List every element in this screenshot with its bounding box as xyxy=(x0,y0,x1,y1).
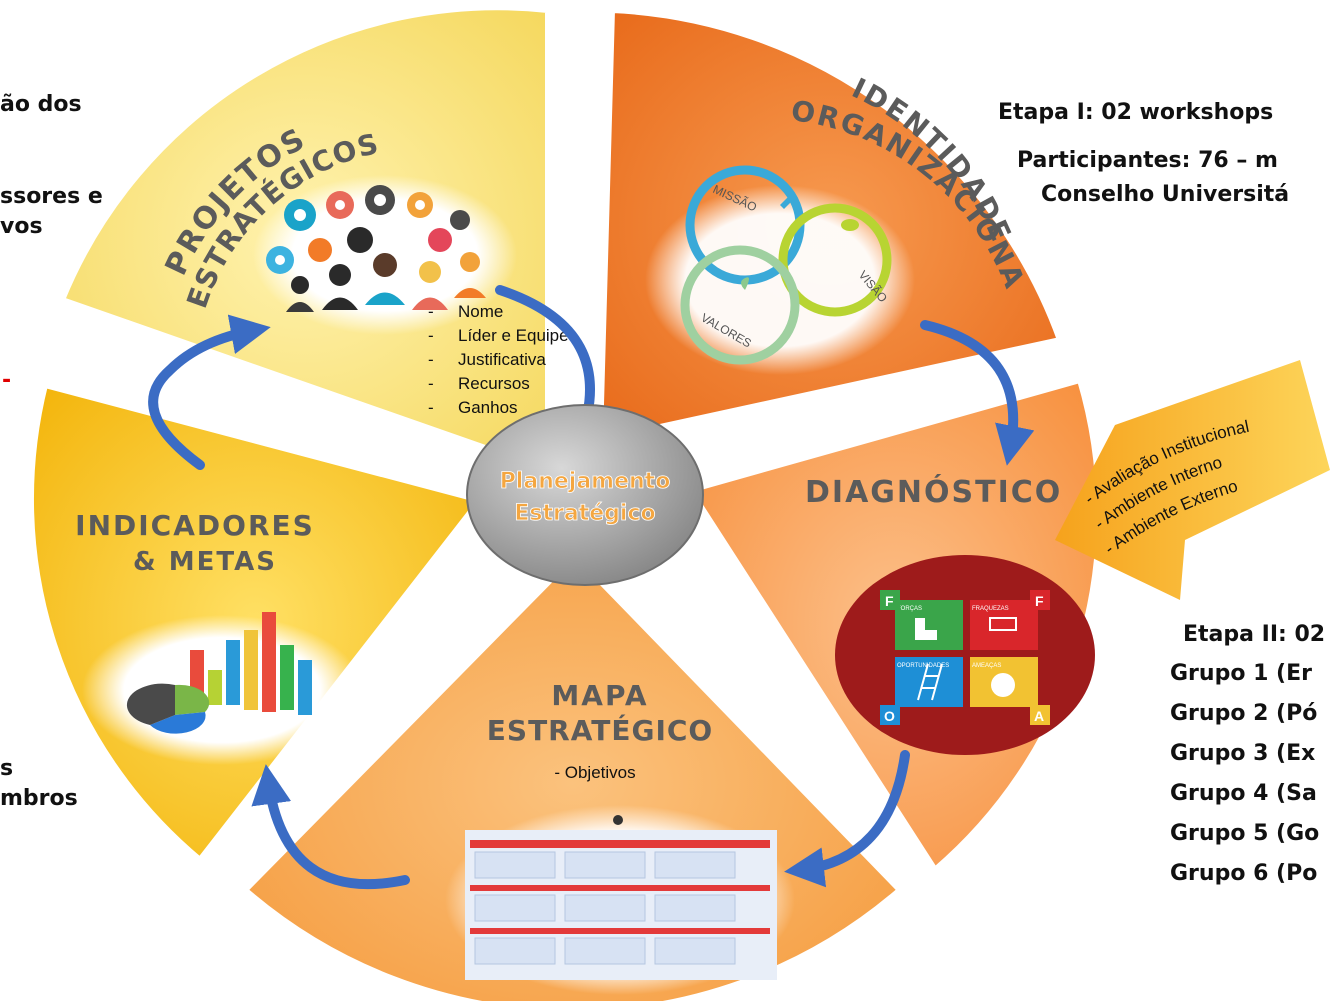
bomb-icon xyxy=(991,673,1015,697)
heart-icon xyxy=(741,277,749,290)
svg-text:FORÇAS: FORÇAS xyxy=(897,606,922,612)
indicadores-chart-photo xyxy=(82,612,362,765)
people-icon xyxy=(286,252,486,312)
svg-text:-: - xyxy=(428,326,434,345)
right-top-line-1: Etapa I: 02 workshops xyxy=(998,100,1274,125)
swot-tag-f1: F xyxy=(885,593,894,609)
ladder-icon xyxy=(917,663,943,701)
indicadores-title-2: & METAS xyxy=(133,547,277,577)
identidade-rings: MISSÃO VISÃO VALORES xyxy=(645,165,915,375)
right-bottom-line-5: Grupo 4 (Sa xyxy=(1170,781,1317,806)
arrow-identidade-to-diagnostico xyxy=(920,320,1035,466)
mapa-title-2: ESTRATÉGICO xyxy=(487,713,713,747)
projetos-item-nome: Nome xyxy=(458,302,503,321)
mapa-document xyxy=(445,805,795,995)
svg-text:-: - xyxy=(428,398,434,417)
swot-tag-o: O xyxy=(884,708,895,724)
diagnostico-title: DIAGNÓSTICO xyxy=(805,473,1062,510)
right-bottom-line-4: Grupo 3 (Ex xyxy=(1170,741,1316,766)
strength-icon xyxy=(915,618,937,640)
svg-text:AMEAÇAS: AMEAÇAS xyxy=(972,663,1001,669)
right-top-line-2: Participantes: 76 – m xyxy=(1017,148,1278,173)
projetos-item-recursos: Recursos xyxy=(458,374,530,393)
swot-matrix: FORÇAS FRAQUEZAS OPORTUNIDADES AMEAÇAS F… xyxy=(835,555,1095,755)
right-bottom-line-6: Grupo 5 (Go xyxy=(1170,821,1320,846)
svg-text:-: - xyxy=(428,350,434,369)
mapa-title-1: MAPA xyxy=(551,679,648,712)
left-text-line-2: ssores e xyxy=(0,184,103,209)
right-bottom-line-1: Etapa II: 02 xyxy=(1183,622,1326,647)
right-top-line-3: Conselho Universitá xyxy=(1041,182,1290,207)
swot-tag-f2: F xyxy=(1035,593,1044,609)
gear-icon xyxy=(266,185,470,274)
projetos-photo xyxy=(253,175,517,335)
swot-forcas xyxy=(895,600,963,650)
svg-text:-: - xyxy=(428,374,434,393)
projetos-item-justificativa: Justificativa xyxy=(458,350,546,369)
visao-ring xyxy=(778,203,892,317)
svg-text:-: - xyxy=(428,302,434,321)
left-text-line-1: ão dos xyxy=(0,92,82,117)
projetos-item-ganhos: Ganhos xyxy=(458,398,518,417)
swot-oportunidades xyxy=(895,657,963,707)
left-text-dash: - xyxy=(2,368,12,393)
swot-tag-a: A xyxy=(1034,708,1044,724)
eye-icon xyxy=(841,219,859,231)
right-bottom-line-2: Grupo 1 (Er xyxy=(1170,661,1312,686)
center-hub: Planejamento Estratégico xyxy=(466,404,704,586)
svg-text:OPORTUNIDADES: OPORTUNIDADES xyxy=(897,663,949,669)
diagnostico-callout: - Avaliação Institucional - Ambiente Int… xyxy=(1055,360,1330,600)
arrow-indicadores-to-projetos xyxy=(148,314,271,470)
battery-icon xyxy=(989,617,1017,631)
arrow-diagnostico-to-mapa xyxy=(784,750,910,888)
projetos-item-lider: Líder e Equipe xyxy=(458,326,569,345)
right-bottom-line-7: Grupo 6 (Po xyxy=(1170,861,1318,886)
svg-text:FRAQUEZAS: FRAQUEZAS xyxy=(972,606,1009,612)
arrow-mapa-to-indicadores xyxy=(251,764,410,890)
right-bottom-line-3: Grupo 2 (Pó xyxy=(1170,701,1318,726)
center-label-1: Planejamento xyxy=(500,469,671,494)
swot-fraquezas xyxy=(970,600,1038,650)
valores-ring xyxy=(680,245,800,365)
mapa-logo-icon xyxy=(613,815,623,825)
projetos-items-list: - Nome - Líder e Equipe - Justificativa - Re… xyxy=(428,302,569,417)
left-text-line-4: s xyxy=(0,756,14,781)
mapa-subtitle: - Objetivos xyxy=(554,763,635,782)
center-label-2: Estratégico xyxy=(514,501,655,526)
left-text-line-3: vos xyxy=(0,214,43,239)
rocket-icon xyxy=(780,193,796,209)
left-text-line-5: mbros xyxy=(0,786,78,811)
indicadores-title-1: INDICADORES xyxy=(75,509,315,542)
pie-chart-icon xyxy=(175,684,210,715)
